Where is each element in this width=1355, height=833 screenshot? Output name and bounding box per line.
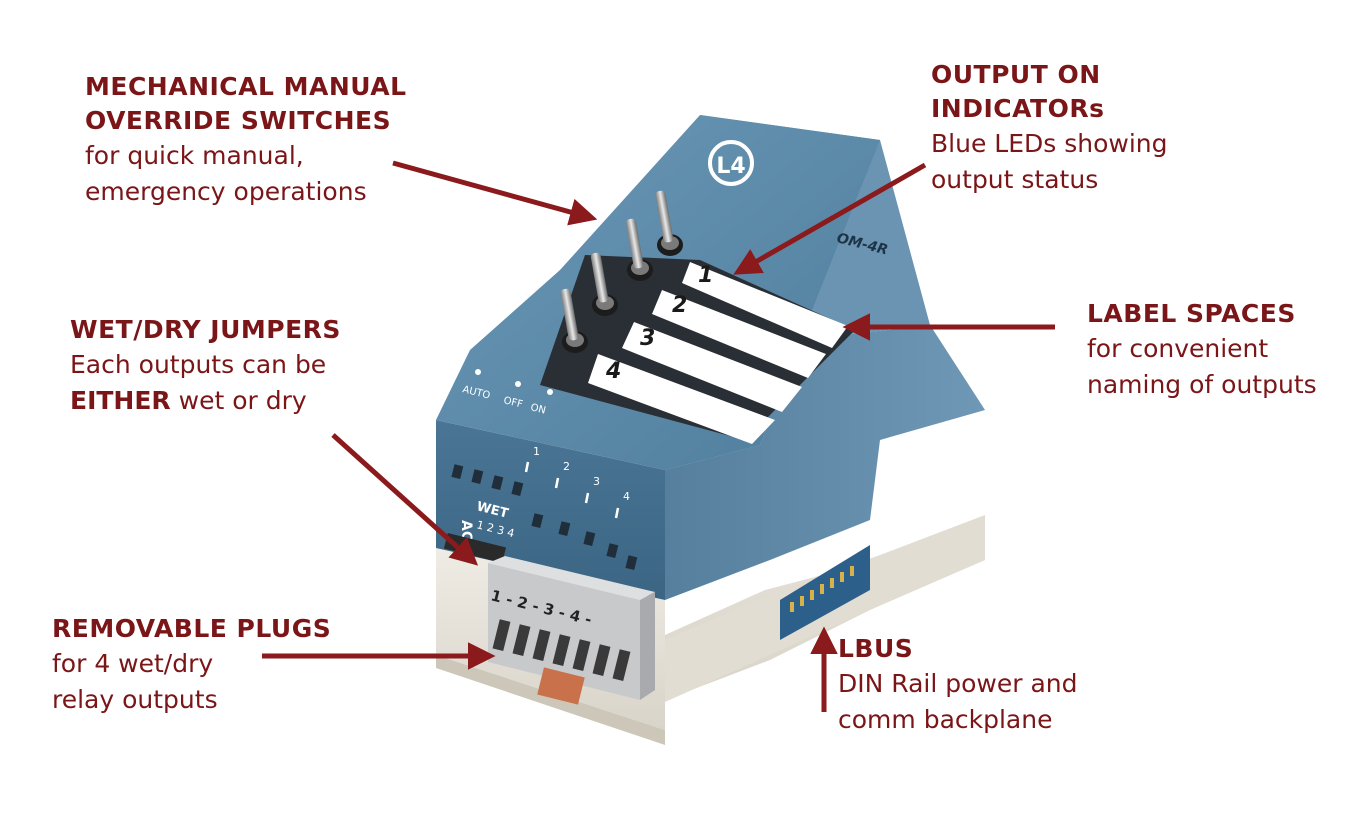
jumpers-desc-rest: wet or dry xyxy=(170,386,307,415)
jumper-ac-label: AC xyxy=(458,520,474,541)
lbus-desc-2: comm backplane xyxy=(838,705,1053,734)
indicators-title-1: OUTPUT ON xyxy=(931,60,1101,89)
callout-arrows xyxy=(262,160,1055,712)
override-desc-2: emergency operations xyxy=(85,177,367,206)
lbus-desc-1: DIN Rail power and xyxy=(838,669,1078,698)
led-number-1: 1 xyxy=(533,445,540,458)
callout-output-indicators: OUTPUT ON INDICATORs Blue LEDs showing o… xyxy=(931,58,1168,198)
jumpers-title: WET/DRY JUMPERS xyxy=(70,315,341,344)
plug-release-tab[interactable] xyxy=(537,667,585,705)
plugs-desc-2: relay outputs xyxy=(52,685,218,714)
housing-right-side xyxy=(665,325,985,600)
indicators-desc-1: Blue LEDs showing xyxy=(931,129,1168,158)
callout-label-spaces: LABEL SPACES for convenient naming of ou… xyxy=(1087,297,1317,403)
indicators-desc-2: output status xyxy=(931,165,1099,194)
led-number-3: 3 xyxy=(593,475,600,488)
override-desc-1: for quick manual, xyxy=(85,141,304,170)
led-number-4: 4 xyxy=(623,490,630,503)
plugs-title: REMOVABLE PLUGS xyxy=(52,614,332,643)
arrow-override xyxy=(392,160,598,226)
label-number-1: 1 xyxy=(698,263,713,288)
base-front-bottom xyxy=(436,655,665,745)
callout-wet-dry-jumpers: WET/DRY JUMPERS Each outputs can be EITH… xyxy=(70,313,341,419)
label-number-3: 3 xyxy=(640,326,655,351)
svg-text:L4: L4 xyxy=(716,154,745,179)
lbus-connector xyxy=(780,545,870,640)
callout-lbus: LBUS DIN Rail power and comm backplane xyxy=(838,632,1078,738)
jumpers-desc-bold: EITHER xyxy=(70,386,171,415)
jumpers-desc-2: EITHER wet or dry xyxy=(70,383,341,419)
removable-plug[interactable]: 1 - 2 - 3 - 4 - xyxy=(488,556,655,705)
override-switch-2[interactable] xyxy=(625,218,653,281)
label-number-4: 4 xyxy=(605,359,621,384)
label-strips xyxy=(588,262,848,444)
labels-desc-1: for convenient xyxy=(1087,334,1269,363)
override-title-1: MECHANICAL MANUAL xyxy=(85,72,407,101)
override-switch-1[interactable] xyxy=(655,190,683,256)
override-switch-4[interactable] xyxy=(560,288,588,353)
arrow-jumpers xyxy=(331,433,479,566)
callout-removable-plugs: REMOVABLE PLUGS for 4 wet/dry relay outp… xyxy=(52,612,331,718)
mode-off-label: OFF xyxy=(502,395,524,410)
indicators-title-2: INDICATORs xyxy=(931,94,1105,123)
callout-override-switches: MECHANICAL MANUAL OVERRIDE SWITCHES for … xyxy=(85,70,407,210)
labels-desc-2: naming of outputs xyxy=(1087,370,1317,399)
mode-on-label: ON xyxy=(529,402,547,416)
override-switch-3[interactable] xyxy=(590,252,618,316)
jumpers-desc-1: Each outputs can be xyxy=(70,350,327,379)
lbus-title: LBUS xyxy=(838,634,914,663)
plugs-desc-1: for 4 wet/dry xyxy=(52,649,214,678)
arrow-indicators xyxy=(733,162,927,275)
override-title-2: OVERRIDE SWITCHES xyxy=(85,106,392,135)
label-number-2: 2 xyxy=(672,293,687,318)
l4-logo-icon: L4 xyxy=(708,140,754,186)
labels-title: LABEL SPACES xyxy=(1087,299,1296,328)
led-number-2: 2 xyxy=(563,460,570,473)
front-vents xyxy=(451,464,638,571)
